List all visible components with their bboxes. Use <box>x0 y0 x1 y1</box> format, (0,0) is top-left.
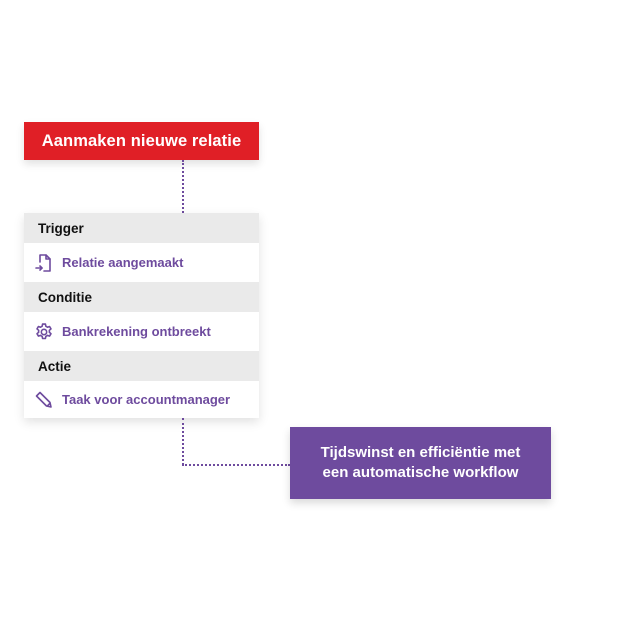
section-header-label: Actie <box>38 358 72 374</box>
start-event-label: Aanmaken nieuwe relatie <box>41 131 242 150</box>
trigger-item: Relatie aangemaakt <box>24 243 259 282</box>
action-item-label: Taak voor accountmanager <box>62 392 231 407</box>
section-header-trigger: Trigger <box>24 213 259 243</box>
section-header-label: Conditie <box>38 289 92 305</box>
action-item: Taak voor accountmanager <box>24 381 259 418</box>
condition-item-label: Bankrekening ontbreekt <box>62 324 211 339</box>
connector-card-to-result-vertical <box>182 418 184 465</box>
result-box: Tijdswinst en efficiëntie met een automa… <box>290 427 551 499</box>
start-event-box: Aanmaken nieuwe relatie <box>24 122 259 160</box>
condition-item: Bankrekening ontbreekt <box>24 312 259 351</box>
connector-start-to-card <box>182 160 184 213</box>
section-header-action: Actie <box>24 351 259 381</box>
pencil-icon <box>34 390 54 410</box>
workflow-card: Trigger Relatie aangemaakt Conditie Bank… <box>24 213 259 418</box>
section-header-label: Trigger <box>38 220 84 236</box>
result-line-1: Tijdswinst en efficiëntie met <box>320 444 521 461</box>
section-header-condition: Conditie <box>24 282 259 312</box>
gear-icon <box>34 322 54 342</box>
connector-card-to-result-horizontal <box>182 464 290 466</box>
trigger-item-label: Relatie aangemaakt <box>62 255 184 270</box>
result-line-2: een automatische workflow <box>322 464 519 481</box>
file-import-icon <box>34 253 54 273</box>
